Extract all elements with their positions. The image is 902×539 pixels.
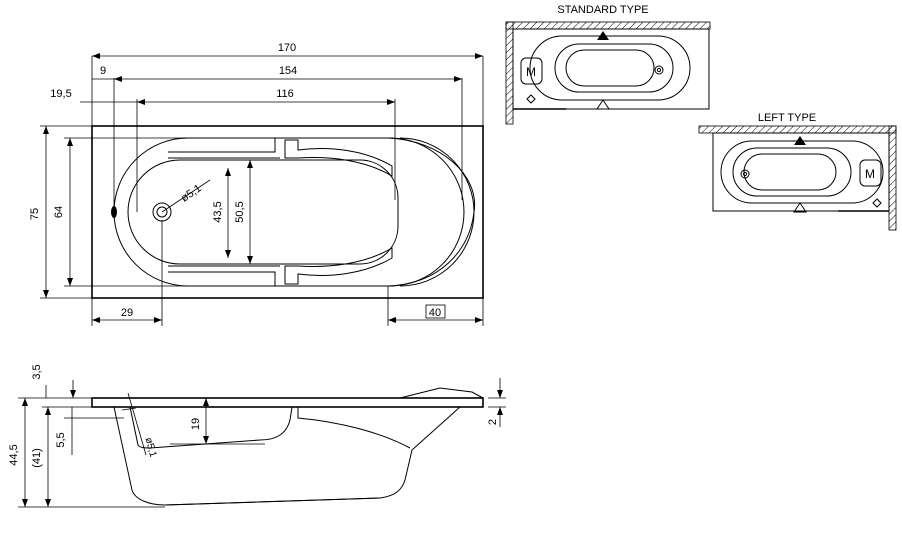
dim-bottom-width-inner: 43,5 (212, 201, 224, 222)
dim-drain-diameter: ø5,1 (179, 182, 204, 204)
left-motor-label: M (865, 167, 875, 181)
side-top-thickness: 3,5 (31, 364, 43, 379)
dim-edge-offset: 40 (429, 307, 441, 319)
side-rim-offset: 2 (487, 419, 499, 425)
side-view: ø5,1 44,5 (41) 3,5 5,5 19 2 (8, 364, 506, 508)
standard-faucet-top-icon (597, 31, 609, 40)
backrest-bottom (284, 247, 393, 285)
top-view: 170 154 9 116 19,5 75 64 50,5 43,5 ø5,1 … (29, 42, 484, 326)
side-overflow-height: 5,5 (55, 432, 67, 447)
standard-faucet-bottom-icon (596, 99, 610, 110)
dim-inner-length: 154 (279, 65, 297, 77)
standard-type-title: STANDARD TYPE (557, 4, 648, 16)
left-tub-outline (712, 132, 890, 212)
side-body (113, 406, 461, 506)
side-total-height: 44,5 (8, 444, 20, 465)
side-seat-depth: 19 (190, 418, 202, 430)
dim-total-length: 170 (278, 42, 296, 54)
left-diamond-icon (872, 198, 882, 208)
backrest-top (284, 139, 393, 177)
overflow-icon (111, 206, 117, 218)
tub-outline (91, 125, 484, 299)
standard-type-diagram: STANDARD TYPE M (505, 4, 711, 125)
tub-rim-outer (399, 137, 475, 287)
left-faucet-bottom-icon (793, 202, 807, 213)
dim-bottom-width-outer: 50,5 (234, 201, 246, 222)
side-rim (91, 397, 484, 408)
dim-drain-offset: 29 (121, 307, 133, 319)
standard-diamond-icon (526, 94, 536, 104)
dim-inner-width: 64 (53, 206, 65, 218)
left-knob-icon (740, 169, 750, 179)
dim-bottom-length: 116 (276, 88, 294, 100)
standard-motor-box (520, 57, 543, 85)
standard-motor-label: M (526, 65, 536, 79)
side-drain-diameter: ø5,1 (143, 436, 159, 459)
standard-knob-icon (654, 65, 664, 75)
left-motor-box (859, 159, 882, 187)
dim-width: 75 (29, 208, 41, 220)
standard-tub-outline (512, 28, 710, 110)
left-type-diagram: LEFT TYPE M (698, 112, 897, 231)
left-faucet-top-icon (794, 136, 806, 145)
tub-bottom (127, 159, 399, 265)
left-type-title: LEFT TYPE (758, 112, 816, 124)
side-inner-height: (41) (31, 448, 43, 468)
dim-left-small: 9 (100, 65, 106, 77)
dim-left-offset: 19,5 (50, 88, 71, 100)
